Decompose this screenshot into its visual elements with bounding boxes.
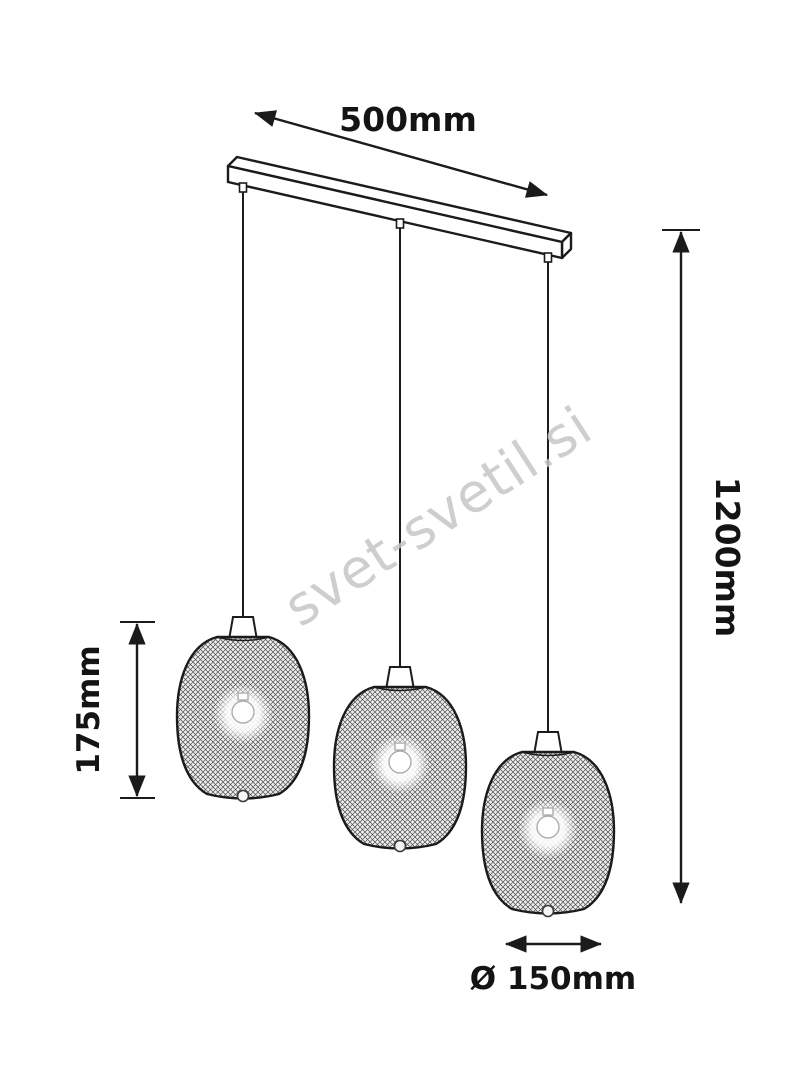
- dimension-label: Ø 150mm: [470, 961, 636, 997]
- lamp-shade: [175, 615, 311, 803]
- lamp-shade: [480, 730, 616, 918]
- dimension-label: 175mm: [71, 645, 107, 774]
- dimension-label: 1200mm: [708, 477, 747, 638]
- cord-connector: [543, 252, 553, 263]
- dimension-total-drop: 1200mm: [662, 229, 747, 905]
- cord-connector: [238, 182, 248, 193]
- watermark-text: svet-svetil.si: [273, 394, 603, 639]
- dimension-arrow: [253, 110, 549, 198]
- pendant-cords: [238, 182, 553, 733]
- lamp-shade: [332, 665, 468, 853]
- cord-connector: [395, 218, 405, 229]
- dimension-bar-width: 500mm: [253, 100, 549, 198]
- dimension-shade-diameter: Ø 150mm: [470, 935, 636, 997]
- dimension-shade-height: 175mm: [71, 621, 155, 799]
- dimension-label: 500mm: [339, 100, 477, 139]
